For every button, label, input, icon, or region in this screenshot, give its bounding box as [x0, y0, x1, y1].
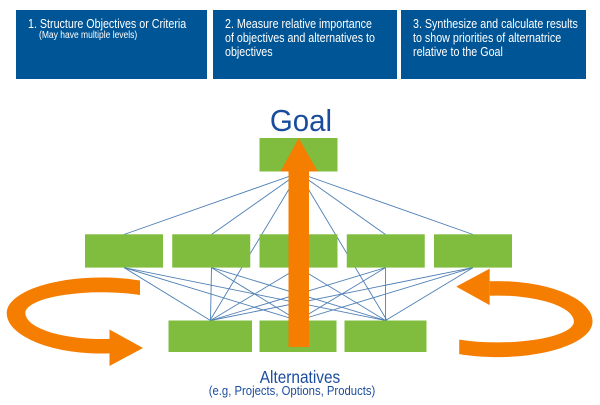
- alternatives-note: (e.g, Projects, Options, Products): [208, 382, 375, 398]
- goal-to-criterion-4-line: [298, 172, 386, 235]
- synthesis-arrow-shaft: [288, 168, 309, 347]
- criterion-node-box-1: [85, 234, 163, 268]
- step-2-label: 2. Measure relative importance of object…: [225, 16, 375, 59]
- step-1-label: 1. Structure Objectives or Criteria: [28, 16, 187, 31]
- criterion-to-alternative-line: [385, 267, 474, 321]
- criterion-node-box-2: [172, 234, 251, 268]
- step-1-note: (May have multiple levels): [39, 29, 138, 41]
- criterion-to-alternative-line: [210, 267, 212, 321]
- criterion-node-box-5: [434, 234, 512, 268]
- right-iteration-arrow-head: [456, 268, 490, 306]
- synthesis-arrow: [280, 138, 318, 347]
- alternatives-label: Alternatives: [259, 367, 340, 387]
- step-3-label: 3. Synthesize and calculate results to s…: [413, 16, 578, 59]
- goal-label: Goal: [269, 103, 333, 138]
- synthesis-arrow-head: [280, 138, 318, 172]
- connector-lines: [123, 172, 474, 321]
- right-iteration-arrow-band: [459, 281, 593, 358]
- goal-to-alternative-3-line: [298, 172, 388, 321]
- left-iteration-arrow: [6, 277, 143, 366]
- goal-to-criterion-5-line: [298, 172, 474, 235]
- left-iteration-arrow-head: [109, 329, 143, 366]
- alternative-node-box-3: [344, 320, 427, 352]
- criterion-to-alternative-line: [123, 267, 211, 321]
- step-3-box: 3. Synthesize and calculate results to s…: [401, 10, 586, 79]
- step-1-box: 1. Structure Objectives or Criteria (May…: [16, 10, 207, 79]
- criterion-to-alternative-line: [210, 267, 474, 321]
- left-iteration-arrow-band: [6, 277, 140, 354]
- goal-to-alternative-1-line: [209, 172, 300, 321]
- criterion-to-alternative-line: [297, 267, 474, 321]
- alternative-node-box-1: [168, 320, 252, 352]
- criterion-to-alternative-line: [210, 267, 299, 321]
- goal-to-criterion-1-line: [123, 172, 299, 235]
- goal-to-criterion-2-line: [211, 172, 299, 235]
- right-iteration-arrow: [456, 268, 593, 358]
- step-2-box: 2. Measure relative importance of object…: [213, 10, 397, 79]
- criterion-node-box-4: [346, 234, 425, 268]
